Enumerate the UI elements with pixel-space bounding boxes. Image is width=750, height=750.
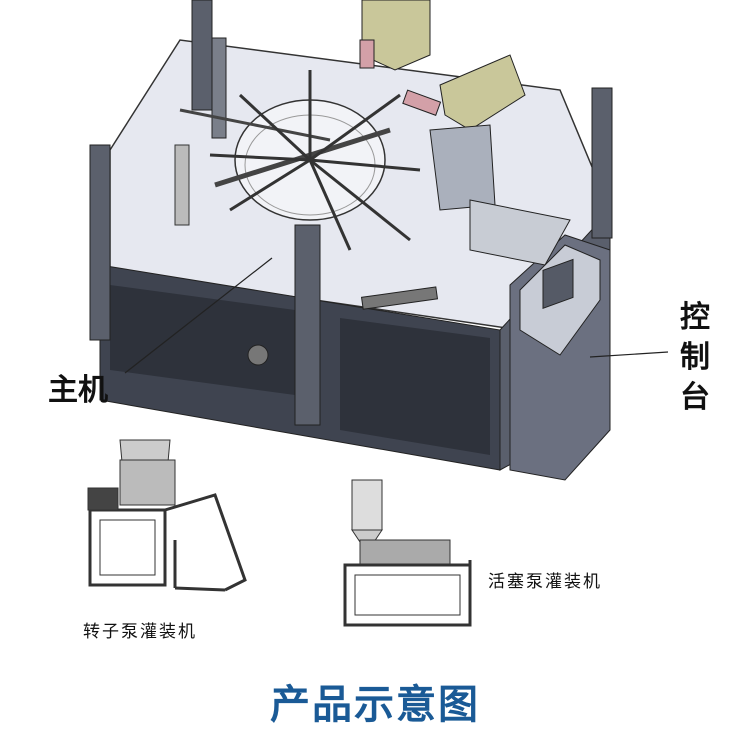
control-console-label-char: 制: [680, 340, 710, 375]
rotor-pump-filler-label: 转子泵灌装机: [83, 622, 197, 642]
piston-pump-filler-label: 活塞泵灌装机: [488, 572, 602, 592]
rotor-pump-filler-illustration: [87, 439, 247, 592]
post: [89, 144, 111, 341]
touch-screen: [542, 258, 574, 310]
main-machine-label: 主机: [48, 373, 108, 408]
piston-pump-filler-illustration: [343, 479, 472, 627]
motor-box: [439, 54, 526, 131]
post: [294, 224, 321, 426]
post: [591, 87, 613, 239]
control-console-label-char: 台: [680, 380, 710, 415]
control-console-label-char: 控: [680, 300, 710, 335]
page-title: 产品示意图: [270, 682, 480, 728]
leader-line-main: [124, 257, 273, 374]
post: [211, 37, 227, 139]
drain-port: [247, 344, 269, 366]
control-console-label: 控 制 台: [680, 298, 710, 418]
post: [191, 0, 213, 111]
leader-line-console: [589, 351, 669, 358]
